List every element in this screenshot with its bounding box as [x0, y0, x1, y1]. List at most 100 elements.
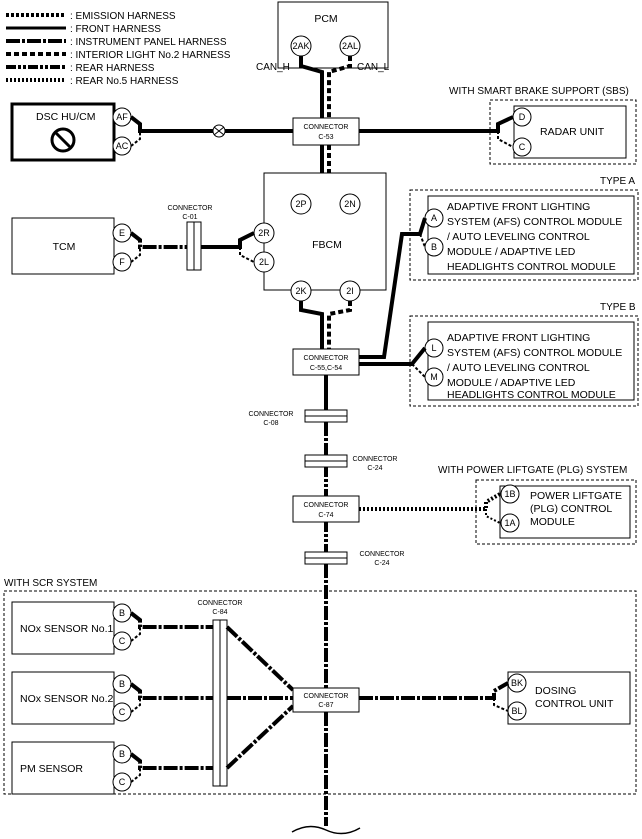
svg-text:SYSTEM (AFS) CONTROL MODULE: SYSTEM (AFS) CONTROL MODULE — [447, 216, 622, 228]
pcm-module: PCM 2AK 2AL CAN_H CAN_L — [256, 1, 390, 73]
svg-text:CONNECTOR: CONNECTOR — [304, 693, 349, 700]
can-l-label: CAN_L — [357, 62, 390, 73]
svg-text:C-24: C-24 — [374, 560, 389, 567]
svg-text:C: C — [119, 777, 126, 787]
wire-c87-to-dosing — [359, 681, 509, 700]
svg-text:B: B — [119, 608, 125, 618]
svg-text:C: C — [119, 636, 126, 646]
tcm-title: TCM — [53, 241, 76, 253]
wire-dsc-to-c53 — [129, 115, 293, 133]
scr-frame — [3, 590, 637, 795]
connector-c87: CONNECTOR C-87 — [292, 687, 360, 713]
connector-c24-upper: CONNECTOR C-24 — [304, 454, 398, 472]
afs-a-module: ADAPTIVE FRONT LIGHTING SYSTEM (AFS) CON… — [424, 195, 635, 275]
pm-sensor: PM SENSOR B C — [11, 741, 132, 795]
afs-b-frame — [409, 315, 639, 407]
twisted-pair-symbol — [212, 124, 226, 138]
svg-text:C-24: C-24 — [367, 465, 382, 472]
legend-rear: : REAR HARNESS — [70, 63, 155, 74]
wire-pm — [129, 752, 213, 770]
svg-text:NOx SENSOR No.1: NOx SENSOR No.1 — [20, 623, 114, 635]
svg-text:C-74: C-74 — [318, 512, 333, 519]
svg-text:MODULE / ADAPTIVE LED: MODULE / ADAPTIVE LED — [447, 246, 576, 258]
nox-sensor-2: NOx SENSOR No.2 B C — [11, 671, 132, 725]
wire-pcm-to-c53 — [299, 56, 352, 118]
plg-pin-1a: 1A — [504, 518, 515, 528]
wire-c55-to-afs — [359, 217, 427, 378]
svg-text:PM SENSOR: PM SENSOR — [20, 763, 83, 775]
dsc-pin-af: AF — [116, 112, 128, 122]
can-h-label: CAN_H — [256, 62, 290, 73]
plg-caption: WITH POWER LIFTGATE (PLG) SYSTEM — [438, 465, 627, 476]
wire-nox2 — [129, 682, 213, 700]
fbcm-pin-2p: 2P — [295, 199, 306, 209]
afs-b-pin-m: M — [430, 372, 438, 382]
legend-emission: : EMISSION HARNESS — [70, 11, 176, 22]
dosing-control-unit: DOSING CONTROL UNIT BK BL — [507, 671, 631, 725]
svg-text:/ AUTO LEVELING CONTROL: / AUTO LEVELING CONTROL — [447, 362, 590, 374]
legend-instrument-panel: : INSTRUMENT PANEL HARNESS — [70, 37, 227, 48]
connector-c84: CONNECTOR C-84 — [198, 600, 243, 787]
wire-tcm-to-fbcm — [129, 231, 255, 263]
svg-text:HEADLIGHTS CONTROL MODULE: HEADLIGHTS CONTROL MODULE — [447, 389, 616, 401]
svg-text:CONNECTOR: CONNECTOR — [198, 600, 243, 607]
svg-text:CONTROL UNIT: CONTROL UNIT — [535, 698, 614, 710]
svg-text:B: B — [119, 749, 125, 759]
tcm-pin-e: E — [119, 228, 125, 238]
afs-b-pin-l: L — [431, 343, 436, 353]
svg-text:ADAPTIVE FRONT LIGHTING: ADAPTIVE FRONT LIGHTING — [447, 201, 590, 213]
svg-text:B: B — [119, 679, 125, 689]
scr-caption: WITH SCR SYSTEM — [4, 578, 97, 589]
svg-text:C-53: C-53 — [318, 134, 333, 141]
dsc-module: DSC HU/CM AF AC — [10, 102, 132, 162]
svg-text:C-84: C-84 — [212, 609, 227, 616]
afs-a-pin-b: B — [431, 242, 437, 252]
afs-b-module: ADAPTIVE FRONT LIGHTING SYSTEM (AFS) CON… — [424, 321, 635, 401]
svg-text:C-87: C-87 — [318, 702, 333, 709]
dsc-pin-ac: AC — [116, 141, 129, 151]
legend-interior-light: : INTERIOR LIGHT No.2 HARNESS — [70, 50, 231, 61]
continuation-mark — [291, 825, 361, 835]
svg-text:CONNECTOR: CONNECTOR — [249, 411, 294, 418]
svg-text:CONNECTOR: CONNECTOR — [304, 355, 349, 362]
plg-pin-1b: 1B — [504, 489, 515, 499]
nox-sensor-1: NOx SENSOR No.1 B C — [11, 601, 132, 655]
svg-text:POWER LIFTGATE: POWER LIFTGATE — [530, 490, 622, 502]
connector-c08: CONNECTOR C-08 — [249, 409, 348, 427]
dsc-title: DSC HU/CM — [36, 111, 96, 123]
connector-c24-lower: CONNECTOR C-24 — [304, 551, 405, 567]
svg-text:CONNECTOR: CONNECTOR — [304, 124, 349, 131]
svg-text:CONNECTOR: CONNECTOR — [168, 205, 213, 212]
plg-frame — [475, 479, 637, 545]
svg-text:MODULE / ADAPTIVE LED: MODULE / ADAPTIVE LED — [447, 377, 576, 389]
radar-pin-d: D — [519, 112, 526, 122]
svg-text:HEADLIGHTS CONTROL MODULE: HEADLIGHTS CONTROL MODULE — [447, 261, 616, 273]
svg-text:CONNECTOR: CONNECTOR — [360, 551, 405, 558]
wire-nox1 — [129, 611, 213, 629]
plg-module: POWER LIFTGATE (PLG) CONTROL MODULE 1B 1… — [499, 484, 631, 539]
fbcm-module: FBCM 2P 2N 2R 2L 2K 2I — [253, 172, 387, 302]
svg-text:NOx SENSOR No.2: NOx SENSOR No.2 — [20, 693, 114, 705]
wire-fbcm-to-c55 — [299, 301, 324, 349]
wire-c84-to-c87 — [225, 625, 295, 770]
fbcm-pin-2l: 2L — [259, 257, 269, 267]
radar-title: RADAR UNIT — [540, 126, 605, 138]
svg-text:(PLG) CONTROL: (PLG) CONTROL — [530, 503, 612, 515]
afs-a-caption: TYPE A — [600, 176, 635, 187]
svg-text:ADAPTIVE FRONT LIGHTING: ADAPTIVE FRONT LIGHTING — [447, 332, 590, 344]
fbcm-title: FBCM — [312, 239, 342, 251]
legend-front: : FRONT HARNESS — [70, 24, 161, 35]
svg-text:/ AUTO LEVELING CONTROL: / AUTO LEVELING CONTROL — [447, 231, 590, 243]
pcm-pin-2ak: 2AK — [292, 41, 309, 51]
afs-a-pin-a: A — [431, 213, 437, 223]
legend: : EMISSION HARNESS : FRONT HARNESS : INS… — [6, 11, 231, 87]
svg-text:MODULE: MODULE — [530, 516, 575, 528]
dosing-pin-bl: BL — [511, 706, 522, 716]
afs-b-caption: TYPE B — [600, 302, 636, 313]
fbcm-pin-2n: 2N — [344, 199, 356, 209]
dosing-pin-bk: BK — [511, 678, 523, 688]
svg-text:C-08: C-08 — [263, 420, 278, 427]
svg-text:CONNECTOR: CONNECTOR — [353, 456, 398, 463]
sbs-caption: WITH SMART BRAKE SUPPORT (SBS) — [449, 86, 629, 97]
